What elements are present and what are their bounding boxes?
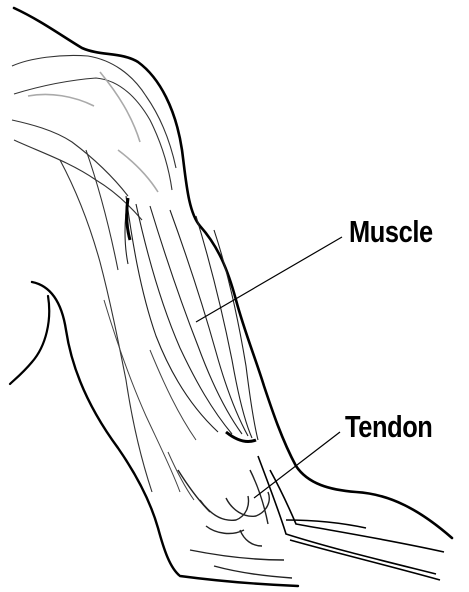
torso-outline xyxy=(32,282,298,586)
chest-outline xyxy=(10,296,49,384)
elbow-joint xyxy=(178,470,292,578)
deltoid-highlights xyxy=(28,72,158,192)
forearm-outline xyxy=(258,456,444,580)
shoulder-outline xyxy=(14,8,452,538)
arm-contours xyxy=(104,300,196,500)
tendon-label: Tendon xyxy=(345,411,432,442)
biceps-dark-edge xyxy=(127,198,256,442)
biceps-fibers xyxy=(125,196,258,440)
muscle-label: Muscle xyxy=(349,216,433,247)
